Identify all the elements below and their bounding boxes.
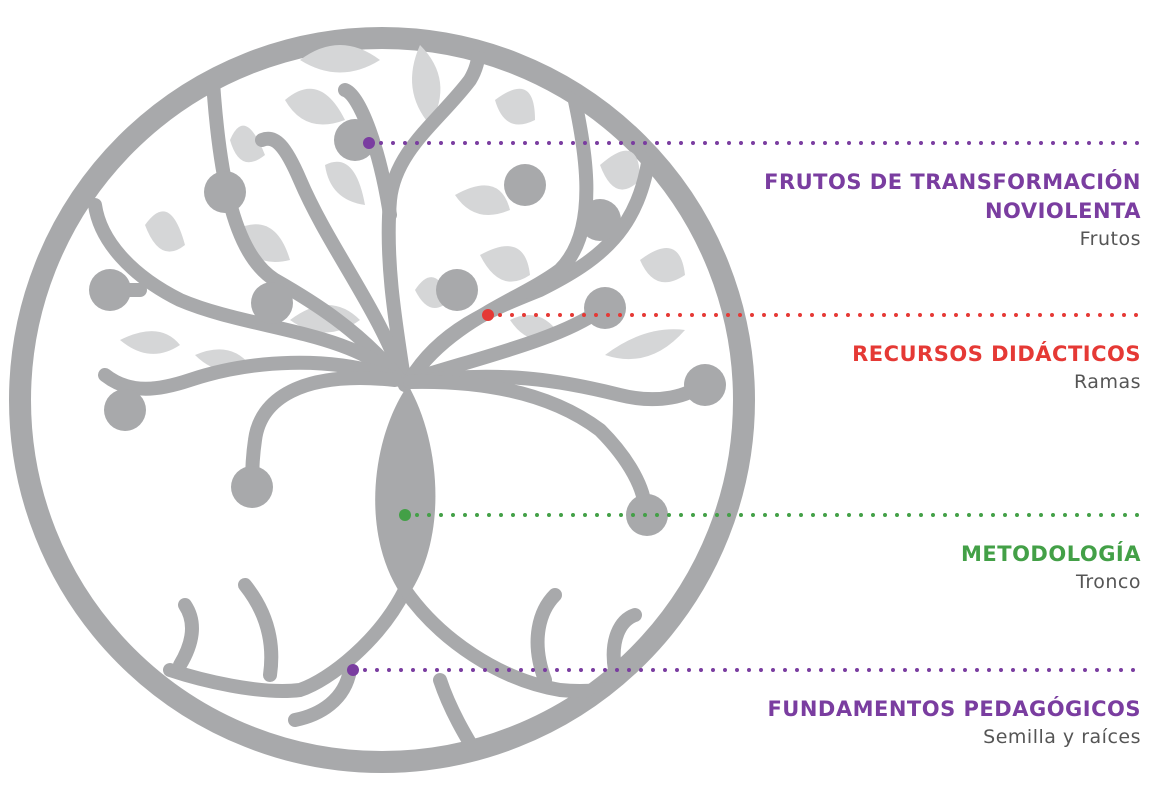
connectors xyxy=(351,141,1144,672)
branch xyxy=(245,371,402,492)
branch xyxy=(403,369,707,407)
leaf xyxy=(145,211,185,252)
fruit xyxy=(204,171,246,213)
fruit xyxy=(579,199,621,241)
label-tronco: METODOLOGÍA Tronco xyxy=(721,540,1141,596)
leaf xyxy=(230,125,265,163)
leaf xyxy=(235,224,290,262)
branch xyxy=(381,38,486,392)
label-ramas: RECURSOS DIDÁCTICOS Ramas xyxy=(721,340,1141,396)
leaf xyxy=(600,150,640,190)
marker-frutos xyxy=(363,137,375,149)
fruit xyxy=(251,282,293,324)
root xyxy=(238,578,279,682)
marker-tronco xyxy=(399,509,411,521)
fruit xyxy=(231,466,273,508)
branch xyxy=(403,38,594,387)
fruit xyxy=(436,269,478,311)
leaf xyxy=(412,45,441,125)
label-title-line: NOVIOLENTA xyxy=(984,199,1141,223)
fruit xyxy=(89,269,131,311)
branches xyxy=(88,38,707,762)
label-title-line: FRUTOS DE TRANSFORMACIÓN xyxy=(764,170,1141,194)
label-frutos: FRUTOS DE TRANSFORMACIÓN NOVIOLENTA Frut… xyxy=(721,168,1141,253)
label-raices: FUNDAMENTOS PEDAGÓGICOS Semilla y raíces xyxy=(721,695,1141,751)
branch xyxy=(403,374,652,517)
branch xyxy=(88,198,407,387)
trunk xyxy=(375,385,436,600)
label-title: FRUTOS DE TRANSFORMACIÓN NOVIOLENTA xyxy=(721,168,1141,226)
label-title-line: RECURSOS DIDÁCTICOS xyxy=(852,342,1141,366)
branch xyxy=(203,38,407,387)
leaf xyxy=(640,248,685,283)
branch xyxy=(98,355,402,396)
leaf xyxy=(120,331,180,354)
marker-ramas xyxy=(482,309,494,321)
leaf xyxy=(605,329,685,360)
leaf xyxy=(455,185,510,215)
root xyxy=(173,598,199,672)
root xyxy=(530,588,562,687)
branch xyxy=(255,131,412,392)
label-subtitle: Frutos xyxy=(1079,228,1141,250)
fruit xyxy=(104,389,146,431)
label-title: FUNDAMENTOS PEDAGÓGICOS xyxy=(721,695,1141,724)
label-subtitle: Ramas xyxy=(1074,371,1141,393)
label-subtitle: Semilla y raíces xyxy=(983,726,1141,748)
fruits xyxy=(89,119,726,536)
fruit xyxy=(504,164,546,206)
fruit xyxy=(584,287,626,329)
leaf xyxy=(325,161,365,205)
fruit xyxy=(334,119,376,161)
outer-ring xyxy=(9,27,755,773)
label-title: RECURSOS DIDÁCTICOS xyxy=(721,340,1141,369)
leaf xyxy=(285,88,345,125)
leaf xyxy=(300,45,380,73)
label-title-line: FUNDAMENTOS PEDAGÓGICOS xyxy=(767,697,1141,721)
root xyxy=(288,663,357,727)
marker-raices xyxy=(347,664,359,676)
label-subtitle: Tronco xyxy=(1076,571,1141,593)
fruit xyxy=(684,364,726,406)
leaf xyxy=(480,246,530,282)
branch xyxy=(163,583,412,698)
label-title: METODOLOGÍA xyxy=(721,540,1141,569)
leaf xyxy=(495,88,535,125)
root xyxy=(606,608,642,677)
label-title-line: METODOLOGÍA xyxy=(961,542,1141,566)
